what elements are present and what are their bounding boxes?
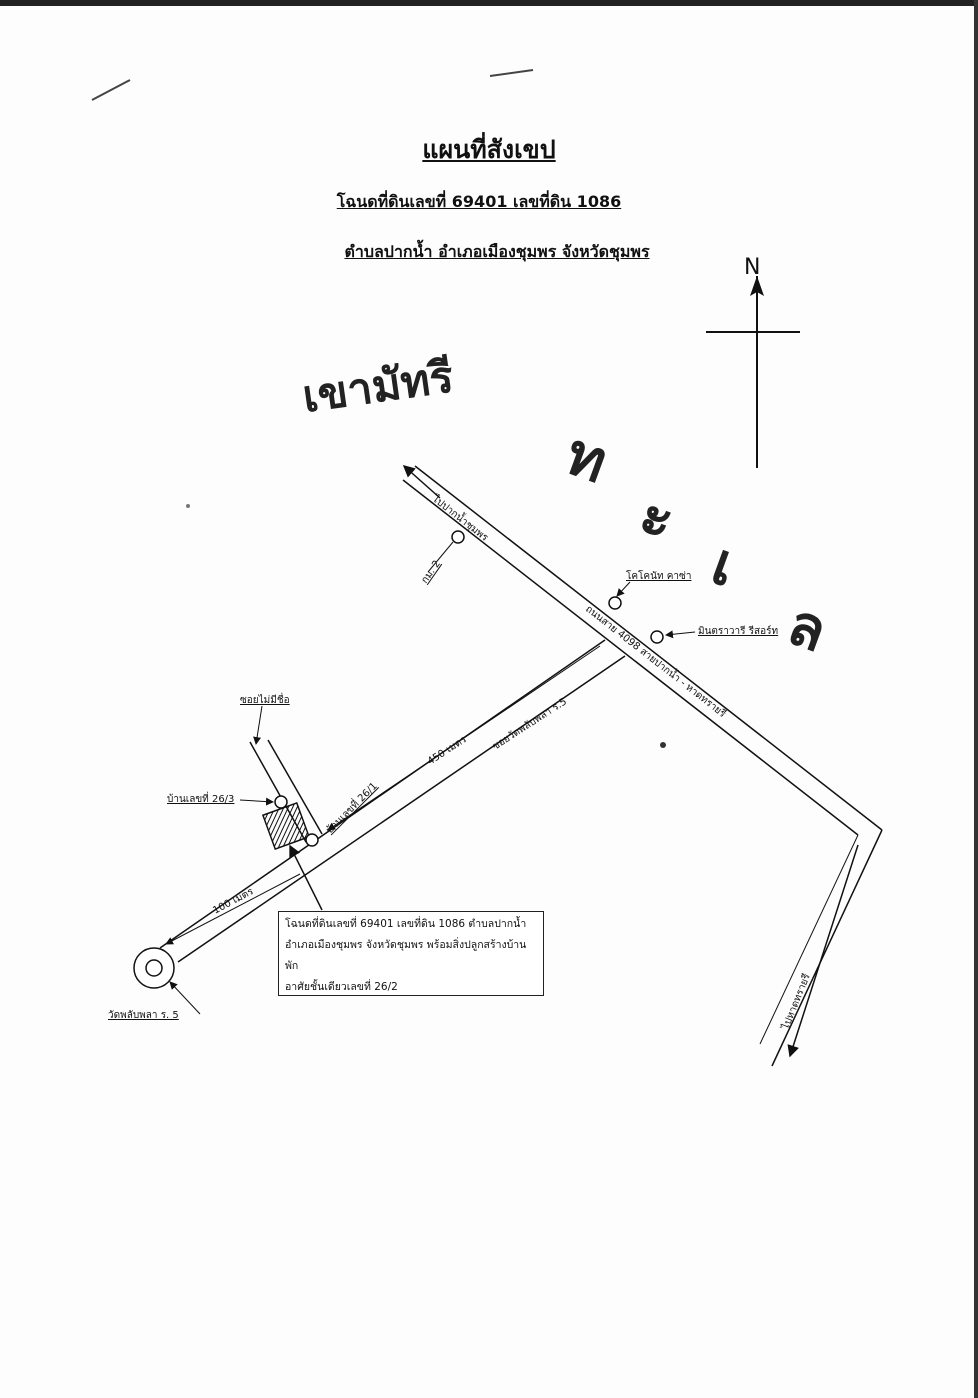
temple-leader — [169, 981, 201, 1015]
temple-label: วัดพลับพลา ร. 5 — [108, 1010, 179, 1021]
scan-dot — [186, 504, 190, 508]
km2-marker — [451, 530, 465, 544]
mountain-label: เขามัทรี — [299, 351, 456, 423]
plot-pointer — [289, 844, 323, 911]
coconut-cafe-marker — [608, 596, 622, 610]
highway-4098 — [402, 465, 883, 1067]
deed-subtitle: โฉนดที่ดินเลขที่ 69401 เลขที่ดิน 1086 — [336, 192, 622, 211]
house-26-3-label: บ้านเลขที่ 26/3 — [167, 791, 234, 805]
resort-leader — [665, 630, 696, 639]
temple-roundabout-inner — [145, 959, 163, 977]
distance-100: 100 เมตร — [211, 886, 256, 917]
note-line-1: โฉนดที่ดินเลขที่ 69401 เลขที่ดิน 1086 ตำ… — [285, 918, 527, 930]
map-title: แผนที่สังเขป — [422, 135, 556, 164]
house-26-3-leader — [239, 797, 274, 806]
soi-wat-label: ซอยวัดพลับพลา ร.5 — [491, 696, 569, 752]
land-description-box: โฉนดที่ดินเลขที่ 69401 เลขที่ดิน 1086 ตำ… — [278, 911, 544, 996]
pen-mark — [489, 69, 534, 77]
coconut-cafe-label: โคโคนัท คาซ่า — [626, 569, 691, 582]
sea-letter-4: ล — [779, 589, 836, 665]
sea-letter-1: ท — [557, 419, 616, 496]
distance-450: 450 เมตร — [426, 734, 470, 768]
scan-edge-right — [974, 0, 978, 1398]
scan-edge-top — [0, 0, 978, 6]
resort-marker — [650, 630, 664, 644]
note-line-2: อำเภอเมืองชุมพร จังหวัดชุมพร พร้อมสิ่งปล… — [285, 939, 527, 972]
north-label: N — [744, 255, 760, 280]
pen-mark — [91, 79, 131, 101]
house-26-3-marker — [274, 795, 288, 809]
sea-letter-2: ะ — [631, 479, 684, 554]
km2-label: กม. 2 — [419, 559, 443, 586]
house-26-1-label: บ้านเลขที่ 26/1 — [322, 779, 380, 837]
highway-label: ถนนสาย 4098 สายปากน้ำ - หาดทรายรี — [583, 601, 730, 720]
soi-wat-road — [159, 639, 626, 963]
note-line-3: อาศัยชั้นเดียวเลขที่ 26/2 — [285, 981, 398, 993]
unnamed-soi-label: ซอยไม่มีชื่อ — [240, 692, 290, 706]
land-plot — [261, 801, 311, 851]
house-26-1-marker — [305, 833, 319, 847]
sea-letter-3: เ — [703, 529, 745, 600]
coconut-leader — [616, 581, 631, 597]
scan-dot — [660, 742, 666, 748]
km2-leader — [427, 541, 454, 573]
resort-label: มินตราวารี รีสอร์ท — [698, 625, 778, 637]
north-compass: N — [706, 255, 800, 468]
location-subtitle: ตำบลปากน้ำ อำเภอเมืองชุมพร จังหวัดชุมพร — [344, 242, 650, 261]
